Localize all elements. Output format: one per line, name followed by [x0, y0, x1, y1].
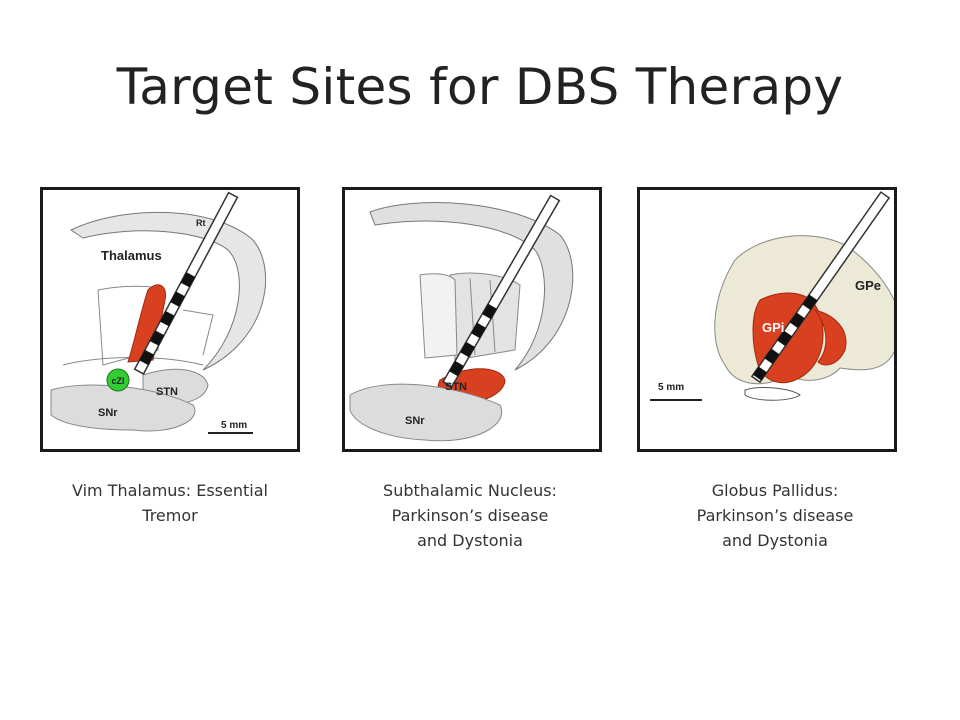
caption-line: Globus Pallidus: [711, 481, 839, 500]
globus-pallidus-diagram: GPe GPi 5 mm [637, 187, 897, 452]
caption-line: Parkinson’s disease [391, 506, 549, 525]
gpi-inner-shape [813, 309, 847, 366]
caption-line: Subthalamic Nucleus: [383, 481, 557, 500]
stn-label: STN [445, 381, 467, 393]
slide-title: Target Sites for DBS Therapy [116, 58, 844, 116]
stn-label: STN [156, 386, 178, 398]
snr-shape [349, 383, 503, 442]
caption-line: Tremor [142, 506, 198, 525]
czi-label: cZI [111, 376, 124, 386]
caption-line: Vim Thalamus: Essential [72, 481, 268, 500]
gpi-label: GPi [762, 320, 784, 335]
rt-label: Rt [196, 218, 206, 228]
reticular-nucleus-shape [69, 211, 266, 371]
caption-line: Parkinson’s disease [696, 506, 854, 525]
gpe-label: GPe [855, 278, 881, 293]
vim-thalamus-diagram: cZI Rt Thalamus STN SNr 5 mm [40, 187, 300, 452]
scale-label: 5 mm [658, 382, 684, 393]
czi-marker [106, 368, 130, 392]
snr-label: SNr [405, 415, 425, 427]
arc-structure-shape [369, 202, 574, 371]
subthalamic-nucleus-caption: Subthalamic Nucleus: Parkinson’s disease… [350, 478, 590, 553]
caption-line: and Dystonia [722, 531, 828, 550]
caption-line: and Dystonia [417, 531, 523, 550]
scale-label: 5 mm [221, 420, 247, 431]
vim-thalamus-caption: Vim Thalamus: Essential Tremor [50, 478, 290, 528]
globus-pallidus-caption: Globus Pallidus: Parkinson’s disease and… [655, 478, 895, 553]
snr-label: SNr [98, 407, 118, 419]
subthalamic-nucleus-diagram: STN SNr [342, 187, 602, 452]
thalamus-label: Thalamus [101, 248, 162, 263]
